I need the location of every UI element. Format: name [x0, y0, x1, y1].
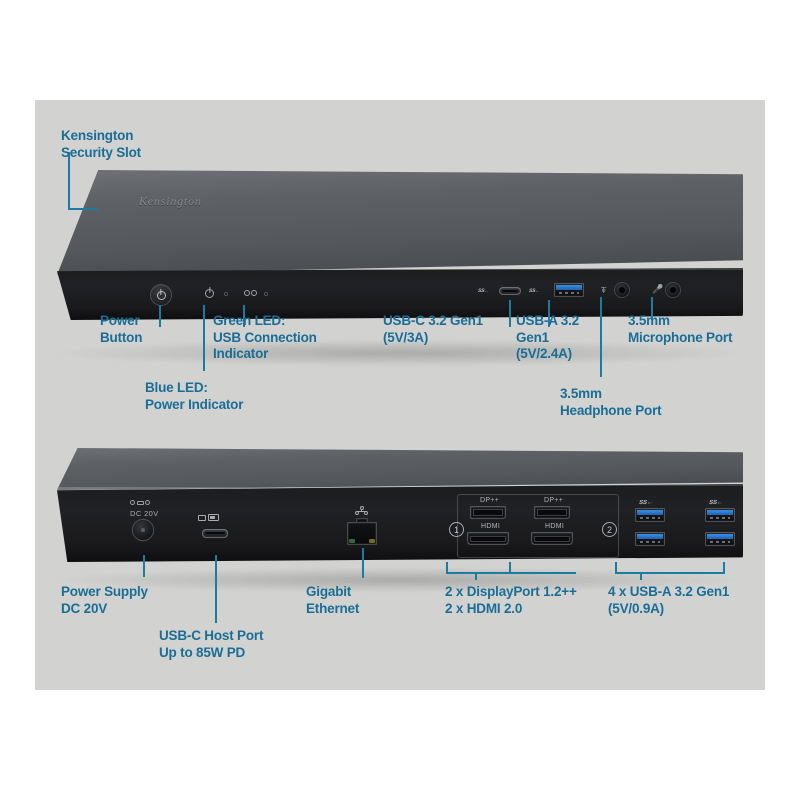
leader-usbc-host	[215, 555, 217, 623]
usba-front-pins	[559, 292, 579, 294]
dc-voltage-label: DC 20V	[130, 509, 159, 518]
power-symbol-icon	[156, 290, 166, 300]
usba-front-tongue	[556, 285, 582, 290]
callout-security-slot: Kensington Security Slot	[61, 128, 141, 160]
ss-mark-usbc-right: SS←	[528, 288, 541, 294]
leader-microphone	[651, 297, 653, 319]
usba-r2-tongue	[707, 510, 733, 515]
callout-blue-led: Blue LED: Power Indicator	[145, 380, 244, 412]
usba-r1-tongue	[637, 510, 663, 515]
hdmi1-inner	[470, 535, 506, 542]
dc-polarity-icon	[130, 500, 150, 505]
usbc-front-port[interactable]	[499, 287, 521, 295]
usba-rear-port-1[interactable]	[635, 508, 665, 522]
front-device-top-surface	[57, 170, 743, 275]
microphone-jack-port[interactable]	[666, 283, 680, 297]
dp1-inner	[473, 509, 503, 516]
headphone-icon: ⍕	[601, 285, 607, 295]
callout-headphone-port: 3.5mm Headphone Port	[560, 386, 662, 418]
hdmi-port-2[interactable]	[531, 532, 573, 545]
leader-video-h	[446, 572, 576, 574]
usba-r3-tongue	[637, 534, 663, 539]
callout-usbc-front: USB-C 3.2 Gen1 (5V/3A)	[383, 313, 483, 345]
headphone-jack-port[interactable]	[615, 283, 629, 297]
microphone-icon: 🎤	[652, 284, 664, 294]
usba-front-port[interactable]	[554, 283, 584, 297]
display-group-1-badge: 1	[449, 522, 464, 537]
dp2-label: DP++	[544, 497, 564, 504]
power-led-icon	[205, 289, 214, 298]
callout-usbc-host: USB-C Host Port Up to 85W PD	[159, 628, 264, 660]
callout-power-button: Power Button	[100, 313, 143, 345]
callout-microphone-port: 3.5mm Microphone Port	[628, 313, 733, 345]
callout-gigabit-ethernet: Gigabit Ethernet	[306, 584, 360, 616]
displayport-1[interactable]	[470, 506, 506, 519]
front-device: Kensington SS← SS←	[57, 170, 743, 345]
hdmi2-label: HDMI	[545, 523, 565, 530]
network-icon	[355, 506, 368, 515]
callout-power-supply: Power Supply DC 20V	[61, 584, 148, 616]
leader-video-stem-1	[446, 562, 448, 573]
usba-r2-pins	[710, 517, 730, 519]
usba-r1-pins	[640, 517, 660, 519]
dc-power-port[interactable]	[133, 520, 153, 540]
leader-usba-rear-stem-2	[723, 562, 725, 573]
leader-power-button	[159, 305, 161, 327]
leader-usba-rear-h	[615, 572, 725, 574]
usba-r4-tongue	[707, 534, 733, 539]
leader-blue-led	[203, 305, 205, 371]
hdmi2-inner	[534, 535, 570, 542]
leader-usbc-front	[509, 300, 511, 327]
usba-rear-port-3[interactable]	[635, 532, 665, 546]
usb-led-icon	[244, 290, 258, 297]
leader-security-slot-v	[68, 152, 70, 210]
dp2-inner	[537, 509, 567, 516]
usba-r3-pins	[640, 541, 660, 543]
display-group-2-badge: 2	[602, 522, 617, 537]
callout-usba-front: USB-A 3.2 Gen1 (5V/2.4A)	[516, 313, 579, 361]
leader-usba-rear-stem-1	[615, 562, 617, 573]
ss-mark-rear-left: SS←	[638, 500, 654, 506]
leader-power-supply	[143, 555, 145, 577]
rear-device: DC 20V DP++	[57, 448, 743, 580]
hdmi1-label: HDMI	[481, 523, 501, 530]
usba-rear-port-2[interactable]	[705, 508, 735, 522]
brand-logo: Kensington	[139, 194, 202, 208]
rear-device-face: DC 20V DP++	[57, 484, 743, 562]
front-device-shadow	[59, 340, 739, 366]
product-diagram: Kensington SS← SS←	[35, 100, 765, 690]
ethernet-led-right	[369, 539, 375, 543]
callout-usba-rear: 4 x USB-A 3.2 Gen1 (5V/0.9A)	[608, 584, 730, 616]
leader-gigabit-ethernet	[362, 548, 364, 578]
leader-video-drop	[475, 572, 477, 580]
leader-security-slot-h	[68, 208, 98, 210]
usb-led-indicator	[264, 292, 268, 296]
ss-mark-rear-right: SS←	[708, 500, 724, 506]
hdmi-port-1[interactable]	[467, 532, 509, 545]
leader-green-led	[243, 305, 245, 327]
displayport-2[interactable]	[534, 506, 570, 519]
host-laptop-icon	[198, 514, 219, 521]
leader-video-stem-2	[509, 562, 511, 573]
rear-device-top-surface	[57, 448, 743, 490]
leader-usba-rear-drop	[640, 572, 642, 580]
callout-video-outputs: 2 x DisplayPort 1.2++ 2 x HDMI 2.0	[445, 584, 577, 616]
power-button[interactable]	[151, 285, 171, 305]
usbc-host-port[interactable]	[202, 529, 228, 538]
callout-green-led: Green LED: USB Connection Indicator	[213, 313, 317, 361]
usba-rear-port-4[interactable]	[705, 532, 735, 546]
usba-r4-pins	[710, 541, 730, 543]
dp1-label: DP++	[480, 497, 500, 504]
ss-mark-usbc-left: SS←	[477, 288, 490, 294]
ethernet-port[interactable]	[347, 518, 377, 545]
leader-headphone	[600, 297, 602, 377]
leader-usba-front	[548, 300, 550, 327]
power-led-indicator	[224, 292, 228, 296]
ethernet-led-left	[349, 539, 355, 543]
